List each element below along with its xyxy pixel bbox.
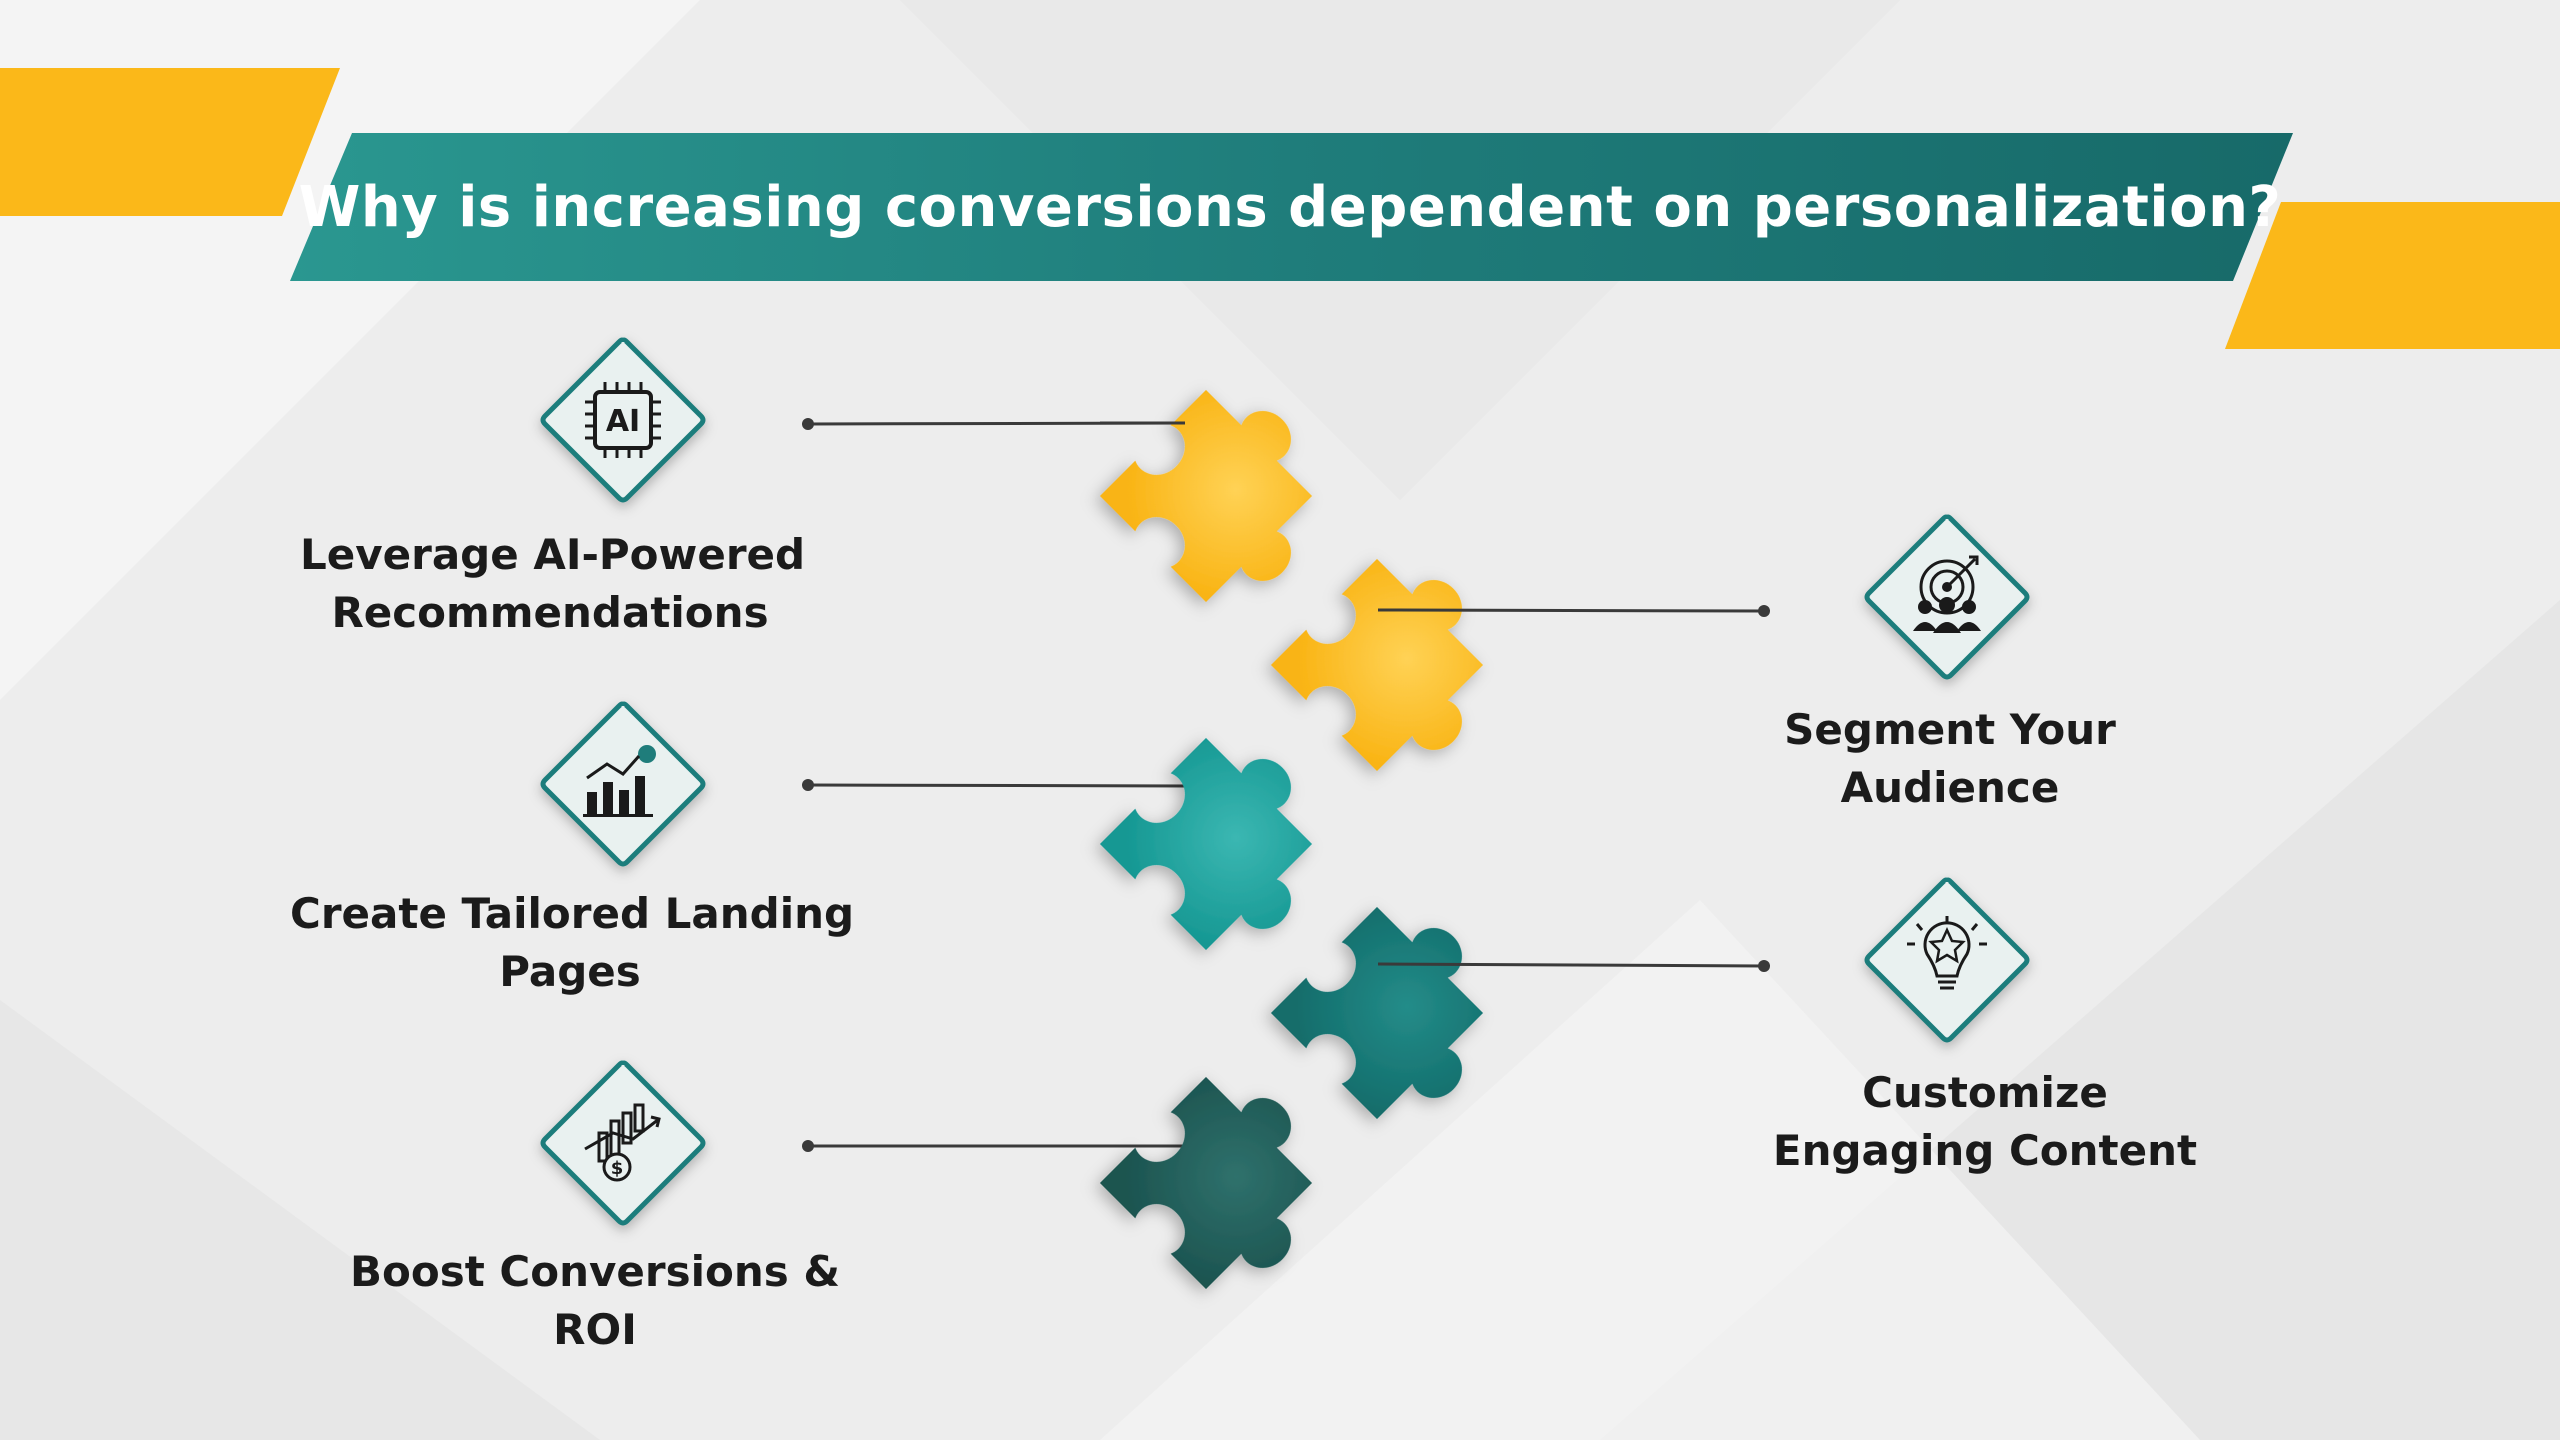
item-label-roi-line1: Boost Conversions &	[350, 1247, 840, 1296]
connector-dot-content	[1758, 960, 1770, 972]
item-label-segment-line1: Segment Your	[1784, 705, 2116, 754]
accent-bar-left	[0, 68, 340, 216]
lightbulb-icon	[1867, 880, 2027, 1040]
item-label-content-line2: Engaging Content	[1772, 1126, 2198, 1175]
item-label-segment: Segment Your Audience	[1750, 701, 2150, 817]
revenue-chart-icon: $	[543, 1063, 703, 1223]
connector-dot-landing	[802, 779, 814, 791]
item-label-roi-line2: ROI	[553, 1305, 637, 1354]
ai-chip-text: AI	[606, 404, 640, 439]
item-label-landing-line1: Create Tailored Landing	[290, 889, 855, 938]
connector-line-landing	[807, 783, 1194, 788]
connector-dot-roi	[802, 1140, 814, 1152]
ai-chip-icon: AI	[543, 340, 703, 500]
item-label-ai-line1: Leverage AI-Powered	[300, 530, 806, 579]
item-label-landing: Create Tailored Landing Pages	[290, 885, 855, 1001]
item-label-landing-line2: Pages	[499, 947, 641, 996]
connector-line-segment	[1377, 608, 1765, 613]
item-label-segment-line2: Audience	[1840, 763, 2060, 812]
item-label-roi: Boost Conversions & ROI	[345, 1243, 845, 1359]
connectors-right	[1100, 421, 1770, 972]
target-audience-icon	[1867, 517, 2027, 677]
item-label-content-line1: Customize	[1862, 1068, 2108, 1117]
title-banner	[290, 133, 2293, 281]
growth-chart-icon	[543, 704, 703, 864]
item-label-content: Customize Engaging Content	[1740, 1064, 2230, 1180]
connector-dot-ai	[802, 418, 814, 430]
item-label-ai-line2: Recommendations	[331, 588, 769, 637]
page-title: Why is increasing conversions dependent …	[298, 174, 2282, 240]
svg-text:$: $	[611, 1158, 624, 1179]
accent-bar-right	[2225, 202, 2560, 349]
connector-line-content	[1377, 962, 1765, 968]
item-label-ai: Leverage AI-Powered Recommendations	[300, 526, 806, 642]
connector-dot-segment	[1758, 605, 1770, 617]
